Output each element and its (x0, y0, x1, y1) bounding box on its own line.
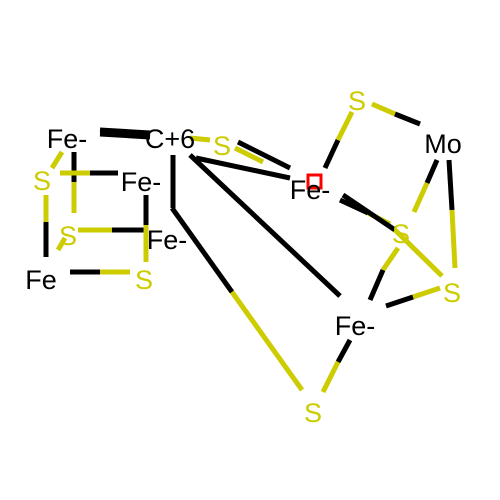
bond (449, 209, 458, 269)
bond (335, 110, 355, 142)
atom-s8: S (304, 398, 322, 428)
bond (371, 101, 396, 117)
bond (394, 111, 421, 127)
atom-fe1: Fe- (47, 124, 88, 154)
atom-s4: S (59, 221, 77, 251)
atom-fe3: Fe- (121, 167, 162, 197)
atom-c1: C+6 (145, 124, 195, 154)
bond (55, 236, 68, 252)
atom-labels: Fe- C+6 S S Mo Fe- S Fe- S Fe- S S Fe S … (25, 86, 462, 428)
bond (341, 192, 397, 233)
atom-mo: Mo (424, 129, 462, 159)
bond (424, 159, 440, 184)
bond (380, 246, 401, 272)
atom-s2: S (348, 86, 366, 116)
bond (99, 131, 151, 140)
bond (195, 155, 291, 181)
atom-s7: S (135, 265, 153, 295)
atom-fe2: Fe- (290, 175, 331, 205)
bond (335, 338, 353, 364)
bond (99, 127, 151, 136)
bond (49, 150, 65, 170)
bond (412, 285, 441, 300)
atom-s6: S (443, 278, 461, 308)
radical-marker-icon (306, 173, 323, 190)
atom-s5: S (392, 219, 410, 249)
bond (169, 206, 235, 294)
bond (188, 153, 342, 298)
bond (411, 181, 430, 214)
bonds (43, 101, 458, 394)
bond (229, 290, 305, 392)
atom-s3: S (33, 166, 51, 196)
bond (233, 145, 265, 165)
atom-fe4: Fe- (147, 225, 188, 255)
bond (189, 135, 211, 143)
bond (367, 269, 386, 301)
bond (320, 360, 341, 394)
bond (385, 294, 414, 309)
atom-s1: S (213, 131, 231, 161)
bond (236, 139, 292, 171)
bond (446, 159, 455, 211)
bond (322, 138, 341, 170)
atom-fe6: Fe- (335, 311, 376, 341)
bond (393, 228, 444, 278)
atom-fe5: Fe (25, 265, 57, 295)
